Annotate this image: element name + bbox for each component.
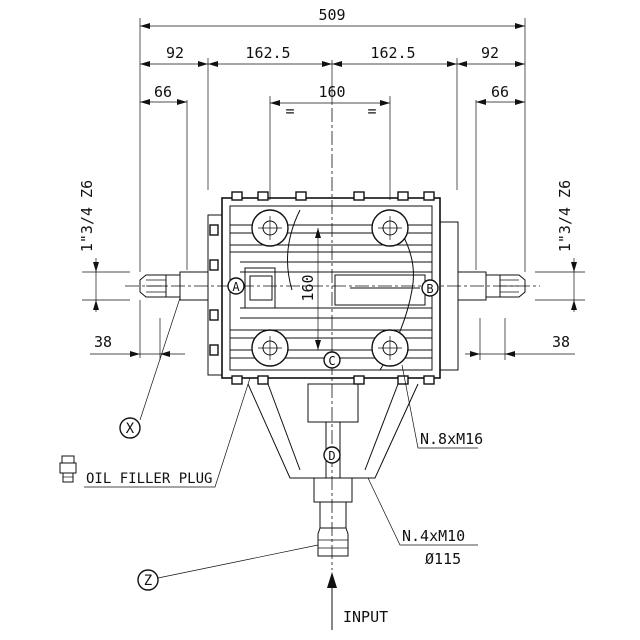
shaft-spec-right: 1"3/4 Z6 xyxy=(556,180,574,252)
dim-bolt-spacing: 160 xyxy=(318,83,345,101)
dim-left-shaft-length: 66 xyxy=(154,83,172,101)
oil-filler-plug-label: OIL FILLER PLUG xyxy=(86,471,212,487)
dim-left-half: 162.5 xyxy=(245,44,290,62)
circle-markers xyxy=(119,277,439,591)
input-flange-diameter: Ø115 xyxy=(425,550,461,568)
circle-label-d: D xyxy=(328,449,335,463)
leader-lines xyxy=(84,297,478,579)
circle-label-c: C xyxy=(328,354,335,368)
dim-right-flange: 92 xyxy=(481,44,499,62)
centre-lines xyxy=(125,108,540,570)
bolt-bosses xyxy=(251,209,409,367)
dimension-lines xyxy=(82,23,585,357)
input-arrow xyxy=(327,572,337,630)
right-output-shaft xyxy=(457,271,526,301)
input-bolts-callout: N.4xM10 xyxy=(402,527,465,545)
circle-label-z: Z xyxy=(144,573,152,589)
dim-bolt-spacing-vertical: 160 xyxy=(299,274,317,301)
bolt-pattern-callout: N.8xM16 xyxy=(420,430,483,448)
circle-label-a: A xyxy=(232,280,240,294)
shaft-spec-left: 1"3/4 Z6 xyxy=(78,180,96,252)
dim-overall-width: 509 xyxy=(318,6,345,24)
dim-right-shaft-diameter: 38 xyxy=(552,333,570,351)
circle-label-x: X xyxy=(126,421,135,437)
extension-lines xyxy=(139,18,526,360)
equal-mark-left: = xyxy=(285,102,294,120)
dim-left-shaft-diameter: 38 xyxy=(94,333,112,351)
dim-right-half: 162.5 xyxy=(370,44,415,62)
dim-left-flange: 92 xyxy=(166,44,184,62)
circle-label-b: B xyxy=(426,282,433,296)
input-label: INPUT xyxy=(343,608,388,626)
oil-filler-plug-icon xyxy=(59,455,77,483)
input-housing xyxy=(247,383,419,557)
equal-mark-right: = xyxy=(367,102,376,120)
dim-right-shaft-length: 66 xyxy=(491,83,509,101)
